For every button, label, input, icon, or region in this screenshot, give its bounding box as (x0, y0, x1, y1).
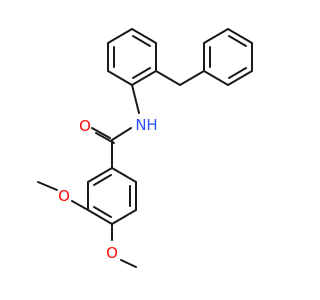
benzyl-phenyl-ring (203, 28, 253, 86)
aniline-ring (107, 28, 157, 86)
amide-hydrogen-label: H (146, 116, 157, 134)
structure-canvas: O N H O O (37, 28, 253, 268)
atom-labels: O N H O O (58, 116, 158, 262)
methoxy-group-4 (111, 223, 137, 268)
molecule-structure: O N H O O (37, 28, 253, 268)
bond-lines (37, 28, 253, 268)
methoxy-group-3 (37, 181, 89, 211)
bond-nitrogen-carbonyl (111, 127, 132, 141)
bond-ring-nitrogen (131, 84, 140, 114)
dimethoxy-benzoyl-ring (87, 167, 137, 225)
methoxy-oxygen-4-label: O (106, 244, 118, 262)
amide-nitrogen-label: N (135, 116, 146, 134)
methoxy-oxygen-3-label: O (58, 187, 70, 205)
methylene-bridge (155, 70, 205, 86)
carbonyl-double-bond (91, 127, 115, 144)
carbonyl-oxygen-label: O (79, 117, 91, 135)
